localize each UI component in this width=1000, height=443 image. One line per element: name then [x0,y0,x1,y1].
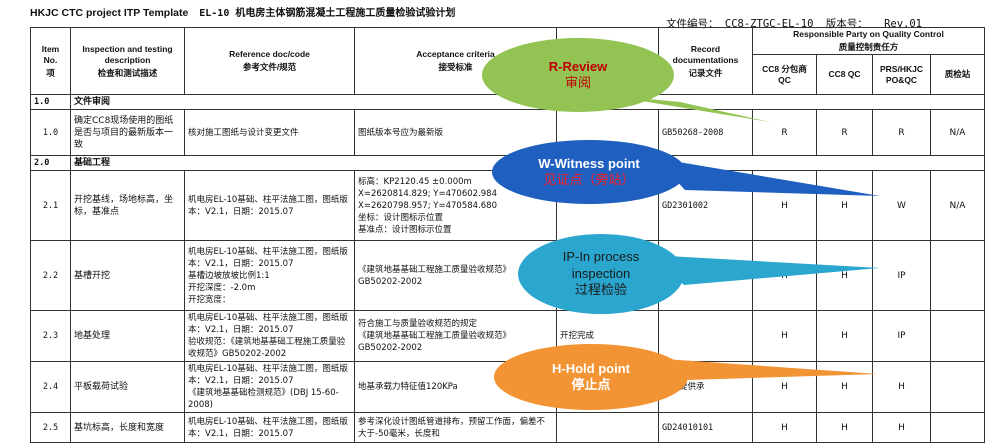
party-4-cell: N/A [930,109,985,156]
callout-witness-en: W-Witness point [538,155,640,171]
callout-inprocess-zh: 过程检验 [574,283,627,298]
callout-review-zh: 审阅 [564,75,591,91]
callout-witness-zh: 见证点（旁站） [543,172,635,188]
col-party-3: PRS/HKJC PO&QC [872,54,931,95]
ref-cell: 机电房EL-10基础、柱平法施工图，图纸版本：V2.1，日期：2015.07 基… [184,240,355,311]
desc-cell: 基槽开挖 [70,240,185,311]
callout-inprocess-en: IP-In process inspection [562,249,640,281]
title-code: EL-10 机电房主体钢筋混凝土工程施工质量检验试验计划 [199,8,456,19]
title-en: HKJC CTC project ITP Template [30,7,189,19]
callout-hold-en: H-Hold point [552,360,630,376]
col-item-header: Item No.项 [30,27,71,95]
item-no: 1.0 [30,109,71,156]
ref-cell: 机电房EL-10基础、柱平法施工图，图纸版本：V2.1，日期：2015.07 《… [184,361,355,413]
page-title: HKJC CTC project ITP Template EL-10 机电房主… [30,4,455,19]
callout-hold-bubble: H-Hold point 停止点 [494,344,688,410]
callout-inprocess-bubble: IP-In process inspection 过程检验 [518,234,684,314]
party-3-cell: IP [872,240,931,311]
item-no: 2.2 [30,240,71,311]
party-2-cell: H [816,310,873,362]
desc-cell: 确定CC8现场使用的图纸是否与项目的最新版本一致 [70,109,185,156]
party-4-cell [930,361,985,413]
callout-review-bubble: R-Review 审阅 [482,38,674,112]
ref-cell: 核对施工图纸与设计变更文件 [184,109,355,156]
party-2-cell: H [816,170,873,241]
party-2-cell: H [816,240,873,311]
party-3-cell: H [872,361,931,413]
record-cell: GB50268-2008 [658,109,753,156]
callout-review-en: R-Review [548,58,608,74]
ref-cell: 机电房EL-10基础、柱平法施工图，图纸版本：V2.1，日期：2015.07 验… [184,310,355,362]
party-2-cell: R [816,109,873,156]
callout-hold-zh: 停止点 [571,377,611,393]
item-no: 2.1 [30,170,71,241]
callout-witness-bubble: W-Witness point 见证点（旁站） [492,140,686,204]
